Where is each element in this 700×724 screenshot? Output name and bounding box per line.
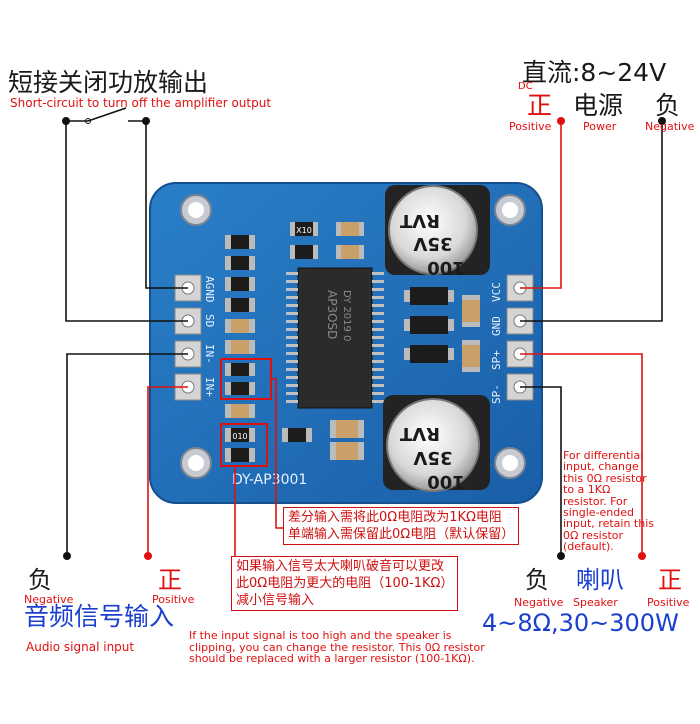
capacitor-top-brand: RVT xyxy=(399,210,440,231)
left-pin-labels: AGND SD IN- IN+ xyxy=(203,276,216,397)
audio-input-title-cn: 音频信号输入 xyxy=(24,602,175,631)
speaker-positive-cn: 正 xyxy=(658,566,682,594)
capacitor-bottom-voltage: 35V xyxy=(413,447,452,468)
top-components: X10 xyxy=(290,222,364,259)
clipping-note-cn-line-1: 如果输入信号太大喇叭破音可以更改 xyxy=(236,559,445,574)
differential-note-cn-line-1: 差分输入需将此0Ω电阻改为1KΩ电阻 xyxy=(288,510,502,525)
pin-label-agnd: AGND xyxy=(203,276,216,303)
audio-positive-cn: 正 xyxy=(158,566,182,594)
differential-note-cn-line-2: 单端输入需保留此0Ω电阻（默认保留） xyxy=(288,527,515,542)
highlight-gain-resistor xyxy=(220,423,268,467)
pin-label-in-minus: IN- xyxy=(203,344,216,364)
chip-marking-1: AP3OSD xyxy=(325,290,339,339)
shutdown-title-en: Short-circuit to turn off the amplifier … xyxy=(10,96,272,110)
right-pin-labels: VCC GND SP+ SP- xyxy=(490,282,503,404)
power-negative-cn: 负 xyxy=(655,91,681,120)
speaker-label-cn: 喇叭 xyxy=(576,566,624,594)
capacitor-bottom-brand: RVT xyxy=(399,423,440,444)
differential-note-en: For differential input, change this 0Ω r… xyxy=(563,450,693,553)
clipping-note-cn-line-3: 减小信号输入 xyxy=(236,593,315,608)
differential-note-en-line-2: input, change xyxy=(563,460,639,474)
shutdown-title-cn: 短接关闭功放输出 xyxy=(8,68,209,97)
clipping-note-en-line-1: If the input signal is too high and the … xyxy=(189,629,452,642)
clipping-note-en-line-3: should be replaced with a larger resisto… xyxy=(189,652,475,665)
capacitor-bottom: RVT 35V 100 xyxy=(383,395,490,492)
speaker-label-en: Speaker xyxy=(573,596,618,609)
differential-note-cn: 差分输入需将此0Ω电阻改为1KΩ电阻 单端输入需保留此0Ω电阻（默认保留） xyxy=(283,507,520,545)
differential-note-en-line-9: (default). xyxy=(563,540,614,554)
clipping-note-en: If the input signal is too high and the … xyxy=(189,630,485,665)
differential-note-en-line-5: resistor. For xyxy=(563,494,628,508)
clipping-note-cn: 如果输入信号太大喇叭破音可以更改 此0Ω电阻为更大的电阻（100-1KΩ） 减小… xyxy=(231,556,459,611)
differential-note-en-line-8: 0Ω resistor xyxy=(563,528,624,542)
pcb-board: AGND SD IN- IN+ VCC GND SP+ SP- 010 xyxy=(149,182,543,504)
mounting-holes xyxy=(180,194,526,479)
audio-negative-en: Negative xyxy=(24,593,74,606)
clipping-note-cn-line-2: 此0Ω电阻为更大的电阻（100-1KΩ） xyxy=(236,576,454,591)
speaker-spec: 4~8Ω,30~300W xyxy=(482,609,679,637)
speaker-positive-en: Positive xyxy=(647,596,690,609)
audio-positive-en: Positive xyxy=(152,593,195,606)
capacitor-top-value: 100 xyxy=(427,257,465,278)
clipping-note-en-line-2: clipping, you can change the resistor. T… xyxy=(189,640,485,654)
pin-label-in-plus: IN+ xyxy=(203,377,216,397)
power-voltage-title: 直流:8~24V xyxy=(522,58,667,87)
power-dc-label: DC xyxy=(518,81,533,92)
wires xyxy=(65,107,663,578)
right-components xyxy=(330,287,480,460)
differential-note-en-line-4: to a 1KΩ xyxy=(563,483,611,497)
differential-note-en-line-7: input, retain this xyxy=(563,517,654,531)
pin-label-sd: SD xyxy=(203,314,216,327)
pin-label-sp-plus: SP+ xyxy=(490,350,503,370)
board-model: DY-AP3001 xyxy=(232,472,307,488)
power-negative-en: Negative xyxy=(645,120,695,133)
power-label-en: Power xyxy=(583,120,617,133)
resistor-code-x10: X10 xyxy=(296,226,312,235)
chip-marking-2: DY 2019 0 xyxy=(341,290,352,341)
power-positive-cn: 正 xyxy=(527,91,553,120)
differential-note-en-line-3: this 0Ω resistor xyxy=(563,471,647,485)
differential-note-en-line-1: For differential xyxy=(563,449,644,462)
pin-label-vcc: VCC xyxy=(490,282,503,302)
audio-input-title-en: Audio signal input xyxy=(26,640,135,654)
capacitor-top: RVT 35V 100 xyxy=(385,185,490,278)
pin-label-gnd: GND xyxy=(490,316,503,336)
differential-note-en-line-6: single-ended xyxy=(563,506,635,520)
smd-resistors: 010 xyxy=(225,235,312,462)
capacitor-bottom-value: 100 xyxy=(427,471,465,492)
amplifier-chip: AP3OSD DY 2019 0 xyxy=(286,267,384,409)
power-label-cn: 电源 xyxy=(573,91,624,120)
wire-end-dots xyxy=(62,117,666,560)
pin-label-sp-minus: SP- xyxy=(490,384,503,404)
speaker-negative-cn: 负 xyxy=(525,566,549,594)
power-positive-en: Positive xyxy=(509,120,552,133)
capacitor-top-voltage: 35V xyxy=(413,233,452,254)
speaker-negative-en: Negative xyxy=(514,596,564,609)
audio-negative-cn: 负 xyxy=(28,566,52,594)
resistor-code-r10: 010 xyxy=(232,432,247,441)
